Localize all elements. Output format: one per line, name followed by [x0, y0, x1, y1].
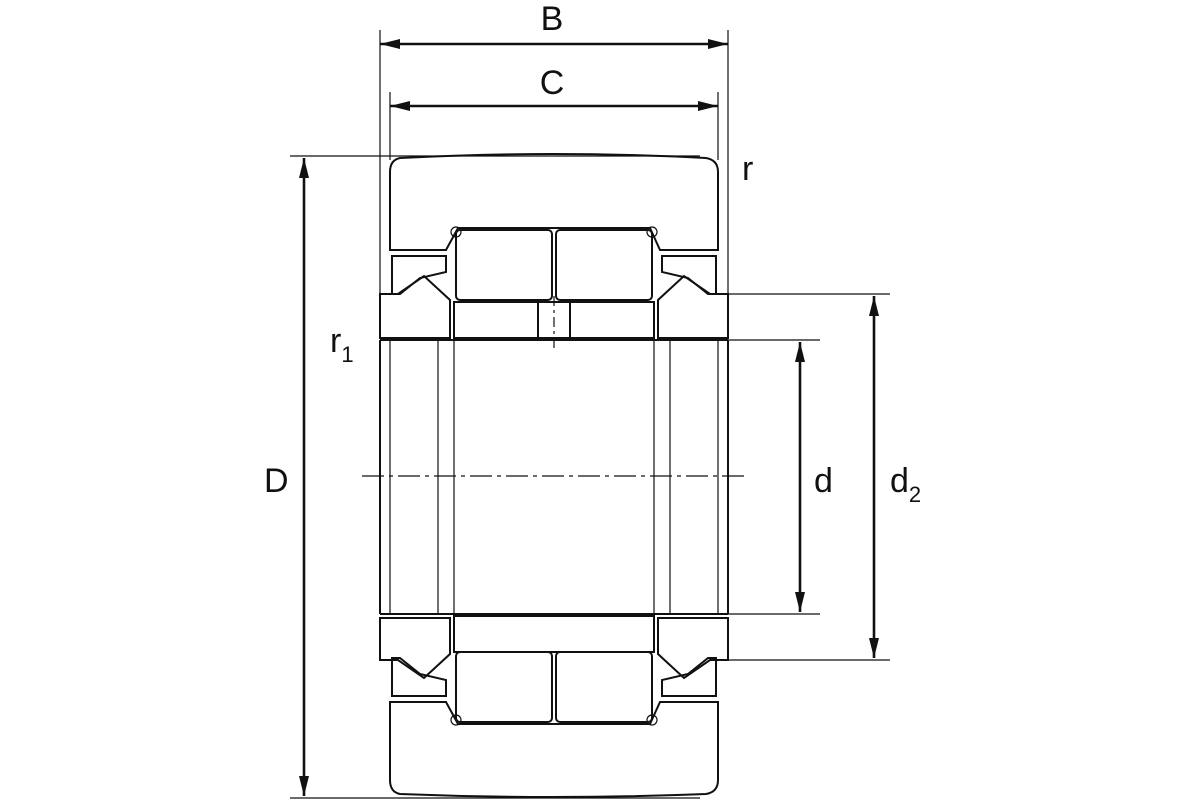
- seal-bottom-left: [391, 657, 447, 697]
- label-d2-main: d: [890, 462, 909, 500]
- inner-ring-bottom-section: [453, 615, 655, 653]
- label-r1: r1: [330, 322, 354, 367]
- washer-bottom-left: [379, 617, 451, 680]
- roller-top-right: [555, 229, 653, 301]
- outer-ring-top-section: [389, 153, 719, 251]
- roller-top-left: [455, 229, 553, 301]
- bore-outline: [379, 339, 729, 615]
- dimension-labels: B C r r1 D d d2: [264, 0, 921, 507]
- dimension-lines: [299, 39, 879, 796]
- roller-set-top: [450, 226, 658, 301]
- inner-ring: [453, 296, 655, 653]
- washer-bottom-right: [657, 617, 729, 680]
- washer-top-left: [379, 274, 451, 339]
- roller-corner-mark: [450, 714, 462, 726]
- label-C: C: [540, 64, 565, 102]
- roller-corner-mark: [646, 714, 658, 726]
- roller-bottom-right: [555, 651, 653, 723]
- roller-corner-mark: [450, 226, 462, 238]
- roller-set-bottom: [450, 651, 658, 726]
- washer-top-right: [657, 274, 729, 339]
- label-d2-subscript: 2: [909, 482, 921, 507]
- roller-bottom-left: [455, 651, 553, 723]
- extension-lines: [290, 30, 890, 799]
- outer-ring: [389, 153, 719, 798]
- label-d: d: [814, 462, 833, 500]
- seal-bottom-right: [661, 657, 717, 697]
- outer-ring-bottom-section: [389, 701, 719, 798]
- roller-corner-mark: [646, 226, 658, 238]
- label-B: B: [541, 0, 564, 38]
- label-d2: d2: [890, 462, 921, 507]
- label-r1-main: r: [330, 322, 341, 360]
- label-r: r: [742, 150, 753, 188]
- side-washers: [379, 274, 729, 680]
- label-D: D: [264, 462, 289, 500]
- label-r1-subscript: 1: [341, 342, 353, 367]
